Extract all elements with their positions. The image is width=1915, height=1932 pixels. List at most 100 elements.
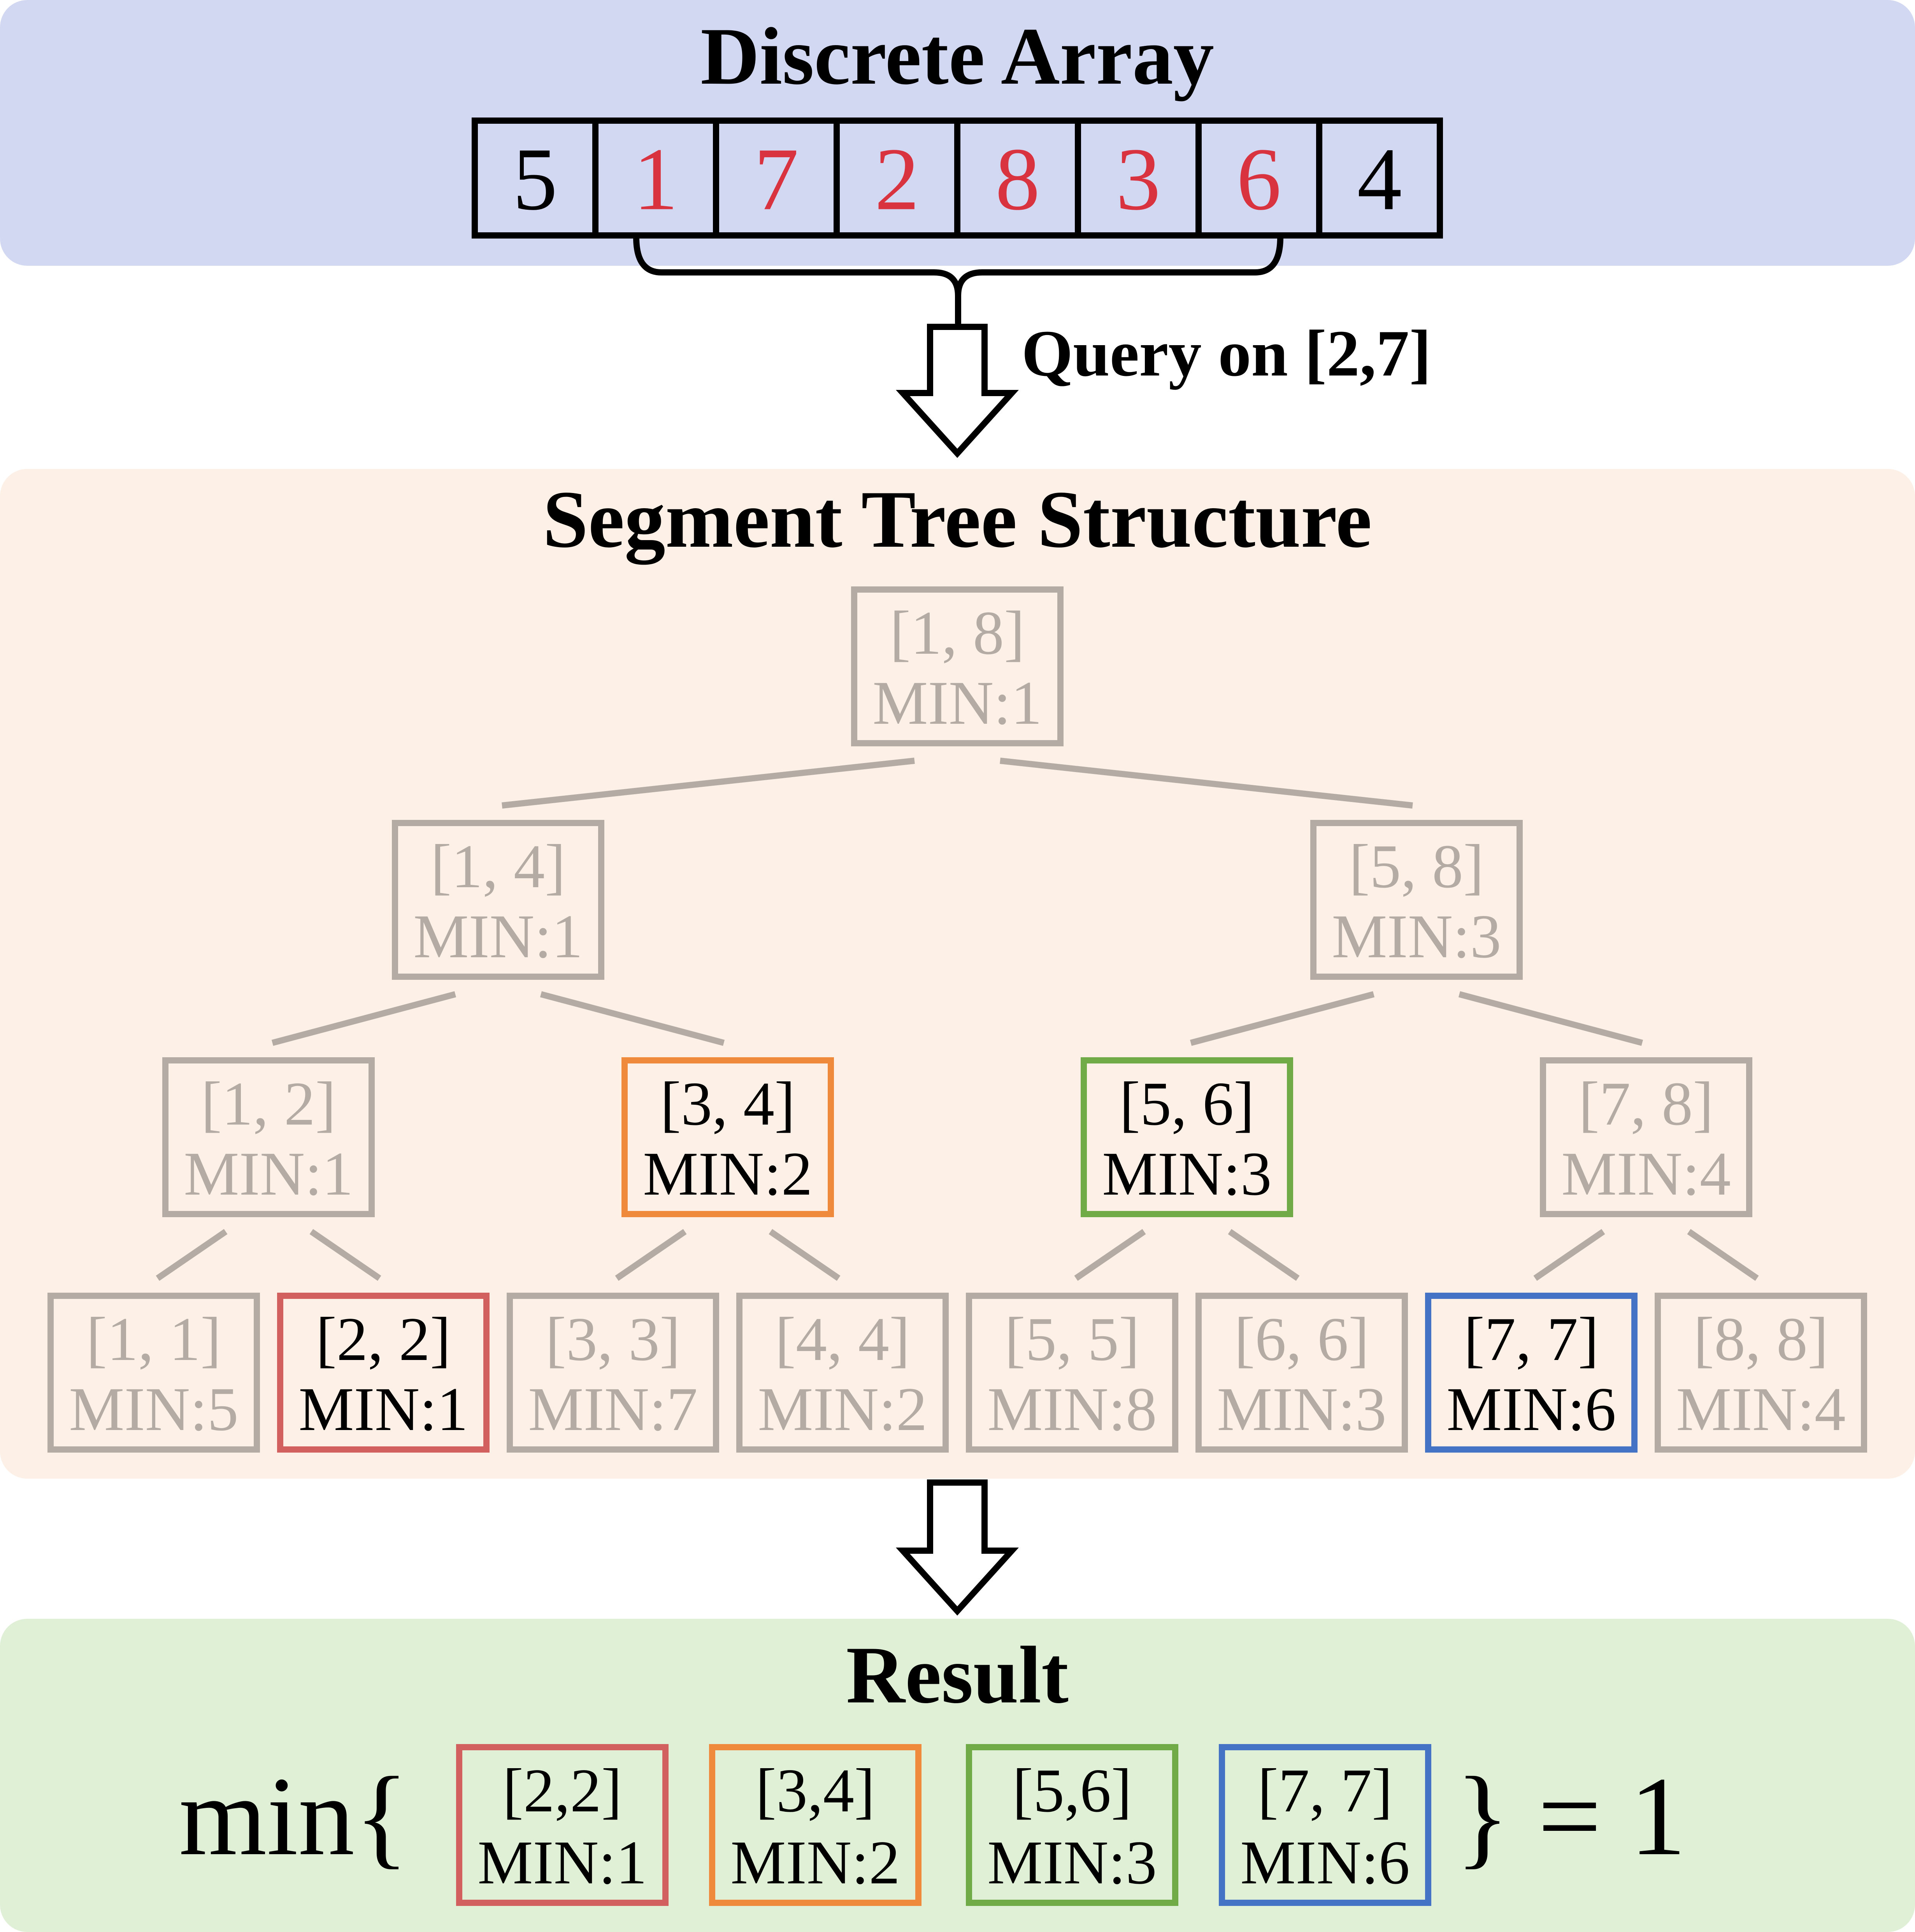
tree-node-min: MIN:3 <box>1102 1139 1272 1208</box>
tree-node-min: MIN:1 <box>872 668 1042 737</box>
tree-node-range: [2, 2] <box>316 1304 451 1374</box>
tree-node-min: MIN:4 <box>1676 1374 1846 1444</box>
tree-node-range: [5, 5] <box>1005 1304 1140 1374</box>
tree-edge <box>615 1229 687 1281</box>
result-item: [3,4]MIN:2 <box>709 1744 922 1906</box>
tree-node: [3, 4]MIN:2 <box>621 1057 834 1217</box>
tree-node-box <box>507 1293 719 1453</box>
down-arrow-icon <box>895 1479 1019 1616</box>
tree-node-box <box>277 1293 490 1453</box>
tree-edge <box>156 1229 228 1281</box>
tree-edge <box>271 991 456 1046</box>
tree-node-range: [1, 8] <box>890 598 1025 667</box>
tree-panel-title: Segment Tree Structure <box>543 474 1372 565</box>
tree-node-range: [1, 2] <box>201 1069 336 1138</box>
tree-node: [7, 7]MIN:6 <box>1425 1293 1638 1453</box>
result-item-box <box>1219 1744 1431 1906</box>
result-item: [7, 7]MIN:6 <box>1219 1744 1431 1906</box>
tree-node-min: MIN:1 <box>184 1139 353 1208</box>
array-cell-value: 3 <box>1116 130 1161 229</box>
tree-node: [1, 2]MIN:1 <box>162 1057 375 1217</box>
result-panel <box>0 1619 1915 1932</box>
tree-node-min: MIN:3 <box>1332 902 1501 971</box>
result-min-prefix: min{ <box>179 1754 409 1879</box>
tree-edge <box>1458 991 1643 1046</box>
tree-node-range: [4, 4] <box>775 1304 910 1374</box>
tree-edge <box>769 1229 841 1281</box>
result-items: [2,2]MIN:1[3,4]MIN:2[5,6]MIN:3[7, 7]MIN:… <box>456 1744 1431 1906</box>
tree-nodes: [1, 8]MIN:1[1, 4]MIN:1[5, 8]MIN:3[1, 2]M… <box>47 586 1867 1453</box>
tree-node-min: MIN:6 <box>1446 1374 1616 1444</box>
tree-node: [5, 8]MIN:3 <box>1310 820 1523 980</box>
tree-node-min: MIN:2 <box>643 1139 813 1208</box>
tree-node: [1, 1]MIN:5 <box>47 1293 260 1453</box>
tree-node-box <box>1310 820 1523 980</box>
tree-node-min: MIN:7 <box>528 1374 698 1444</box>
result-item-min: MIN:1 <box>477 1828 647 1897</box>
tree-node-box <box>1425 1293 1638 1453</box>
tree-node-range: [3, 4] <box>660 1069 795 1138</box>
tree-node: [3, 3]MIN:7 <box>507 1293 719 1453</box>
tree-edge <box>1190 991 1375 1046</box>
down-arrow-icon <box>895 324 1019 458</box>
tree-node-box <box>162 1057 375 1217</box>
tree-node-box <box>736 1293 949 1453</box>
tree-node-min: MIN:1 <box>413 902 583 971</box>
result-item-range: [5,6] <box>1013 1756 1132 1825</box>
tree-node-range: [5, 8] <box>1349 832 1484 901</box>
array-cell-value: 2 <box>875 130 920 229</box>
result-panel-title: Result <box>846 1630 1069 1720</box>
array-cell-value: 5 <box>513 130 558 229</box>
tree-edge <box>1074 1229 1146 1281</box>
tree-node-range: [1, 4] <box>431 832 566 901</box>
array-cell-value: 8 <box>995 130 1040 229</box>
tree-edge <box>502 758 915 809</box>
tree-node-min: MIN:8 <box>987 1374 1157 1444</box>
result-item-min: MIN:3 <box>987 1828 1157 1897</box>
tree-panel <box>0 469 1915 1479</box>
result-item-box <box>966 1744 1178 1906</box>
result-item-range: [2,2] <box>503 1756 622 1825</box>
tree-node-box <box>966 1293 1178 1453</box>
tree-node-box <box>47 1293 260 1453</box>
tree-node-box <box>851 586 1064 746</box>
result-item: [2,2]MIN:1 <box>456 1744 669 1906</box>
array-cell-value: 4 <box>1357 130 1402 229</box>
tree-node: [5, 6]MIN:3 <box>1081 1057 1293 1217</box>
tree-node: [7, 8]MIN:4 <box>1540 1057 1752 1217</box>
tree-node-range: [8, 8] <box>1694 1304 1829 1374</box>
query-range-brace <box>633 234 1283 326</box>
result-item-box <box>709 1744 922 1906</box>
tree-node: [2, 2]MIN:1 <box>277 1293 490 1453</box>
tree-node-range: [6, 6] <box>1234 1304 1369 1374</box>
query-label: Query on [2,7] <box>1022 317 1431 390</box>
tree-node: [8, 8]MIN:4 <box>1655 1293 1867 1453</box>
tree-node: [6, 6]MIN:3 <box>1195 1293 1408 1453</box>
tree-node-range: [7, 8] <box>1579 1069 1714 1138</box>
tree-node-box <box>1195 1293 1408 1453</box>
tree-edge <box>309 1229 381 1281</box>
tree-node-min: MIN:2 <box>758 1374 927 1444</box>
result-equals-suffix: } = 1 <box>1455 1754 1686 1879</box>
tree-node-min: MIN:5 <box>69 1374 239 1444</box>
result-item-range: [3,4] <box>756 1756 875 1825</box>
tree-node-box <box>1540 1057 1752 1217</box>
tree-node-min: MIN:3 <box>1217 1374 1387 1444</box>
result-item: [5,6]MIN:3 <box>966 1744 1178 1906</box>
tree-node: [1, 4]MIN:1 <box>392 820 604 980</box>
array-cell-value: 7 <box>754 130 799 229</box>
tree-node-range: [7, 7] <box>1464 1304 1599 1374</box>
array-panel-title: Discrete Array <box>700 11 1214 102</box>
tree-node-range: [1, 1] <box>86 1304 221 1374</box>
tree-node: [4, 4]MIN:2 <box>736 1293 949 1453</box>
result-item-min: MIN:6 <box>1240 1828 1410 1897</box>
tree-edge <box>1228 1229 1300 1281</box>
tree-edges <box>156 758 1759 1281</box>
tree-node-min: MIN:4 <box>1561 1139 1731 1208</box>
tree-node: [1, 8]MIN:1 <box>851 586 1064 746</box>
array-cell-value: 6 <box>1237 130 1281 229</box>
result-item-min: MIN:2 <box>730 1828 900 1897</box>
